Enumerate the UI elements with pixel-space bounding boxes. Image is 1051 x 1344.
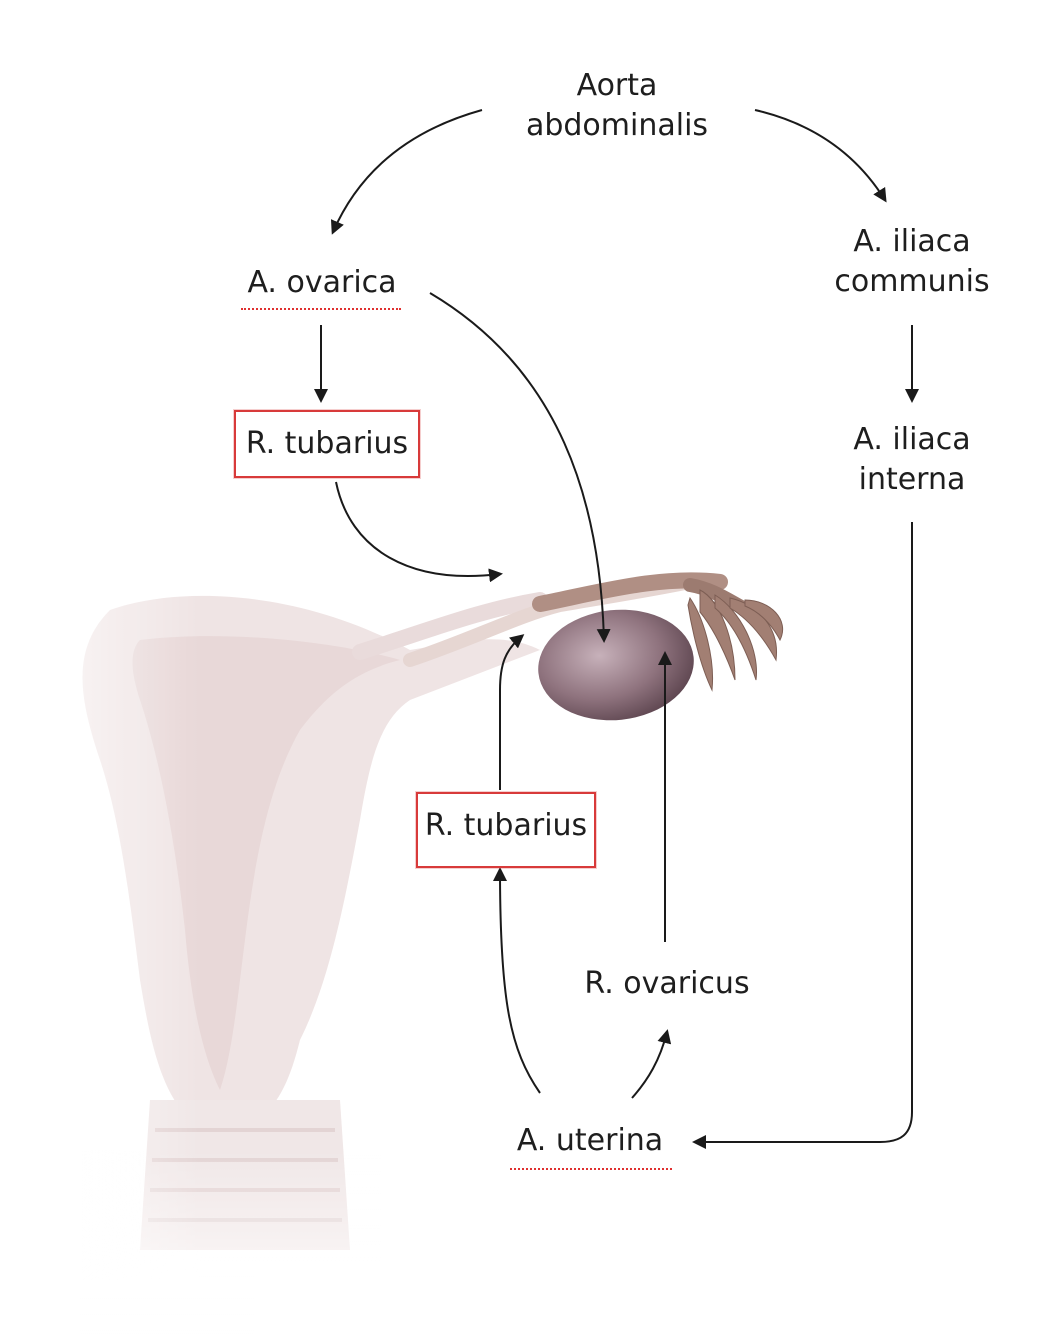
arrows bbox=[314, 109, 919, 1149]
a-iliaca-interna-label: A. iliaca interna bbox=[812, 420, 1012, 500]
a-uterina-underline bbox=[510, 1168, 672, 1172]
ovary-shape bbox=[538, 609, 694, 721]
aorta-abdominalis-label: Aorta abdominalis bbox=[517, 66, 717, 146]
arrow-ovarica-to-ovary bbox=[429, 292, 611, 643]
arrow-aorta-to-ovarica bbox=[330, 109, 483, 235]
arrow-uterina-to-ovaricus bbox=[631, 1029, 672, 1099]
aorta-line2: abdominalis bbox=[525, 108, 709, 143]
arrow-tubarius-to-tube-lower bbox=[499, 634, 525, 790]
a-iliaca-communis-label: A. iliaca communis bbox=[812, 222, 1012, 302]
a-ovarica-underline bbox=[241, 308, 401, 312]
uterus-shape bbox=[0, 580, 548, 1344]
arrow-tubarius-to-tube bbox=[335, 481, 503, 583]
a-ovarica-label: A. ovarica bbox=[247, 265, 397, 300]
iliaca-communis-line1: A. iliaca bbox=[853, 224, 971, 259]
r-tubarius-lower-box: R. tubarius bbox=[416, 792, 596, 868]
aorta-line1: Aorta bbox=[576, 68, 658, 103]
r-ovaricus-label: R. ovaricus bbox=[584, 966, 750, 1001]
r-tubarius-upper-box: R. tubarius bbox=[234, 410, 420, 478]
iliaca-communis-line2: communis bbox=[834, 264, 990, 299]
arrow-uterina-to-tubarius bbox=[493, 867, 541, 1094]
arrow-aorta-to-iliaca-communis bbox=[754, 109, 887, 203]
iliaca-interna-line2: interna bbox=[858, 462, 966, 497]
a-uterina-label: A. uterina bbox=[516, 1123, 664, 1158]
arrow-interna-to-uterina bbox=[692, 522, 913, 1149]
iliaca-interna-line1: A. iliaca bbox=[853, 422, 971, 457]
fallopian-tube bbox=[403, 572, 783, 692]
